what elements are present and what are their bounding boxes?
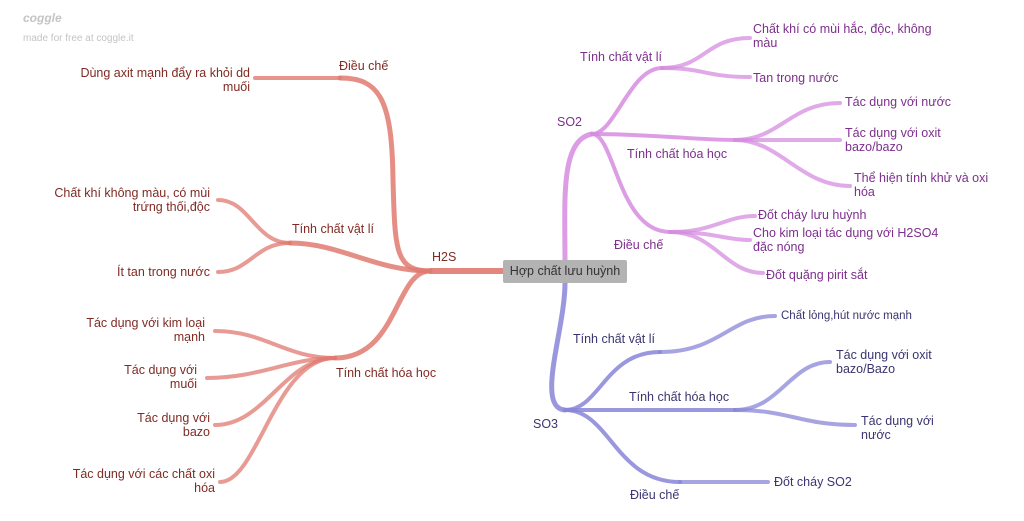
so2-hoa-hoc-item-1[interactable]: Tác dụng với nước — [845, 95, 952, 109]
branch-h2s-dieu-che — [337, 75, 433, 274]
so3-vat-li-node[interactable]: Tính chất vật lí — [573, 332, 655, 346]
so2-hoa-hoc-node[interactable]: Tính chất hóa học — [627, 147, 728, 161]
h2s-hoa-hoc-item-2[interactable]: Tác dụng với muối — [124, 363, 197, 391]
branch-h2s-vat-li — [287, 240, 433, 274]
h2s-hoa-hoc-item-4[interactable]: Tác dụng với các chất oxi hóa — [72, 467, 215, 495]
root-node[interactable]: Hợp chất lưu huỳnh — [503, 260, 627, 283]
so2-hoa-hoc-item-3[interactable]: Thể hiện tính khử và oxi hóa — [854, 171, 989, 199]
so3-dieu-che-item-1[interactable]: Đốt cháy SO2 — [774, 475, 852, 489]
branch-so2-dieu-che — [590, 132, 672, 234]
h2s-hoa-hoc-item-3[interactable]: Tác dụng với bazo — [137, 411, 210, 439]
branch-so3-dieu-che — [563, 408, 682, 484]
coggle-credit: made for free at coggle.it — [23, 33, 134, 44]
h2s-node[interactable]: H2S — [432, 250, 457, 264]
so2-dieu-che-item-1[interactable]: Đốt cháy lưu huỳnh — [758, 208, 867, 222]
branch-so2-vat-li — [590, 66, 664, 136]
branch-so2-hoa-hoc — [590, 132, 737, 142]
so2-node[interactable]: SO2 — [557, 115, 583, 129]
branch-so2-dieu-che-item-1 — [668, 214, 757, 234]
h2s-hoa-hoc-item-1[interactable]: Tác dụng với kim loại mạnh — [86, 316, 205, 344]
h2s-vat-li-node[interactable]: Tính chất vật lí — [292, 222, 374, 236]
branch-so2-hoa-hoc-item-3 — [733, 138, 852, 188]
branch-so3-vat-li — [563, 350, 662, 412]
so2-vat-li-item-1[interactable]: Chất khí có mùi hắc, độc, không màu — [753, 22, 932, 50]
so2-vat-li-item-2[interactable]: Tan trong nước — [753, 71, 839, 85]
so3-hoa-hoc-item-2[interactable]: Tác dụng với nước — [861, 414, 934, 442]
branch-h2s-hoa-hoc-item-4 — [218, 356, 337, 484]
so2-vat-li-node[interactable]: Tính chất vật lí — [580, 50, 662, 64]
coggle-logo: coggle — [23, 11, 62, 25]
so2-dieu-che-item-3[interactable]: Đốt quặng pirit sắt — [766, 268, 868, 282]
h2s-dieu-che-item-1[interactable]: Dùng axit mạnh đẩy ra khỏi dd muối — [80, 66, 250, 94]
h2s-hoa-hoc-node[interactable]: Tính chất hóa học — [336, 366, 437, 380]
so3-vat-li-item-1[interactable]: Chất lỏng,hút nước mạnh — [781, 310, 912, 322]
h2s-vat-li-item-2[interactable]: Ít tan trong nước — [117, 265, 210, 279]
branch-h2s-hoa-hoc — [332, 268, 433, 361]
branch-so2-vat-li-item-2 — [660, 66, 752, 79]
so3-node[interactable]: SO3 — [533, 417, 559, 431]
h2s-dieu-che-node[interactable]: Điều chế — [339, 59, 389, 73]
branch-h2s-vat-li-item-2 — [216, 241, 292, 274]
so3-dieu-che-node[interactable]: Điều chế — [630, 488, 680, 502]
so2-dieu-che-item-2[interactable]: Cho kim loại tác dụng với H2SO4 đặc nóng — [753, 226, 939, 254]
so3-hoa-hoc-item-1[interactable]: Tác dụng với oxit bazo/Bazo — [836, 348, 932, 376]
branch-h2s-vat-li-item-1 — [216, 198, 292, 245]
branch-so2-hoa-hoc-item-1 — [733, 101, 842, 142]
branch-so2-vat-li-item-1 — [660, 36, 752, 70]
so2-hoa-hoc-item-2[interactable]: Tác dụng với oxit bazo/bazo — [845, 126, 941, 154]
so2-dieu-che-node[interactable]: Điều chế — [614, 238, 664, 252]
so3-hoa-hoc-node[interactable]: Tính chất hóa học — [629, 390, 730, 404]
branch-so2-dieu-che-item-3 — [668, 230, 765, 275]
branch-h2s-hoa-hoc-item-1 — [213, 329, 337, 360]
branch-so3-vat-li-item-1 — [658, 314, 777, 354]
branch-so3-hoa-hoc-item-1 — [733, 360, 832, 412]
branch-so3-hoa-hoc-item-2 — [733, 408, 857, 427]
branch-root-so3 — [549, 280, 568, 413]
h2s-vat-li-item-1[interactable]: Chất khí không màu, có mùi trứng thối,độ… — [54, 186, 210, 214]
branch-root-so2 — [562, 131, 595, 265]
